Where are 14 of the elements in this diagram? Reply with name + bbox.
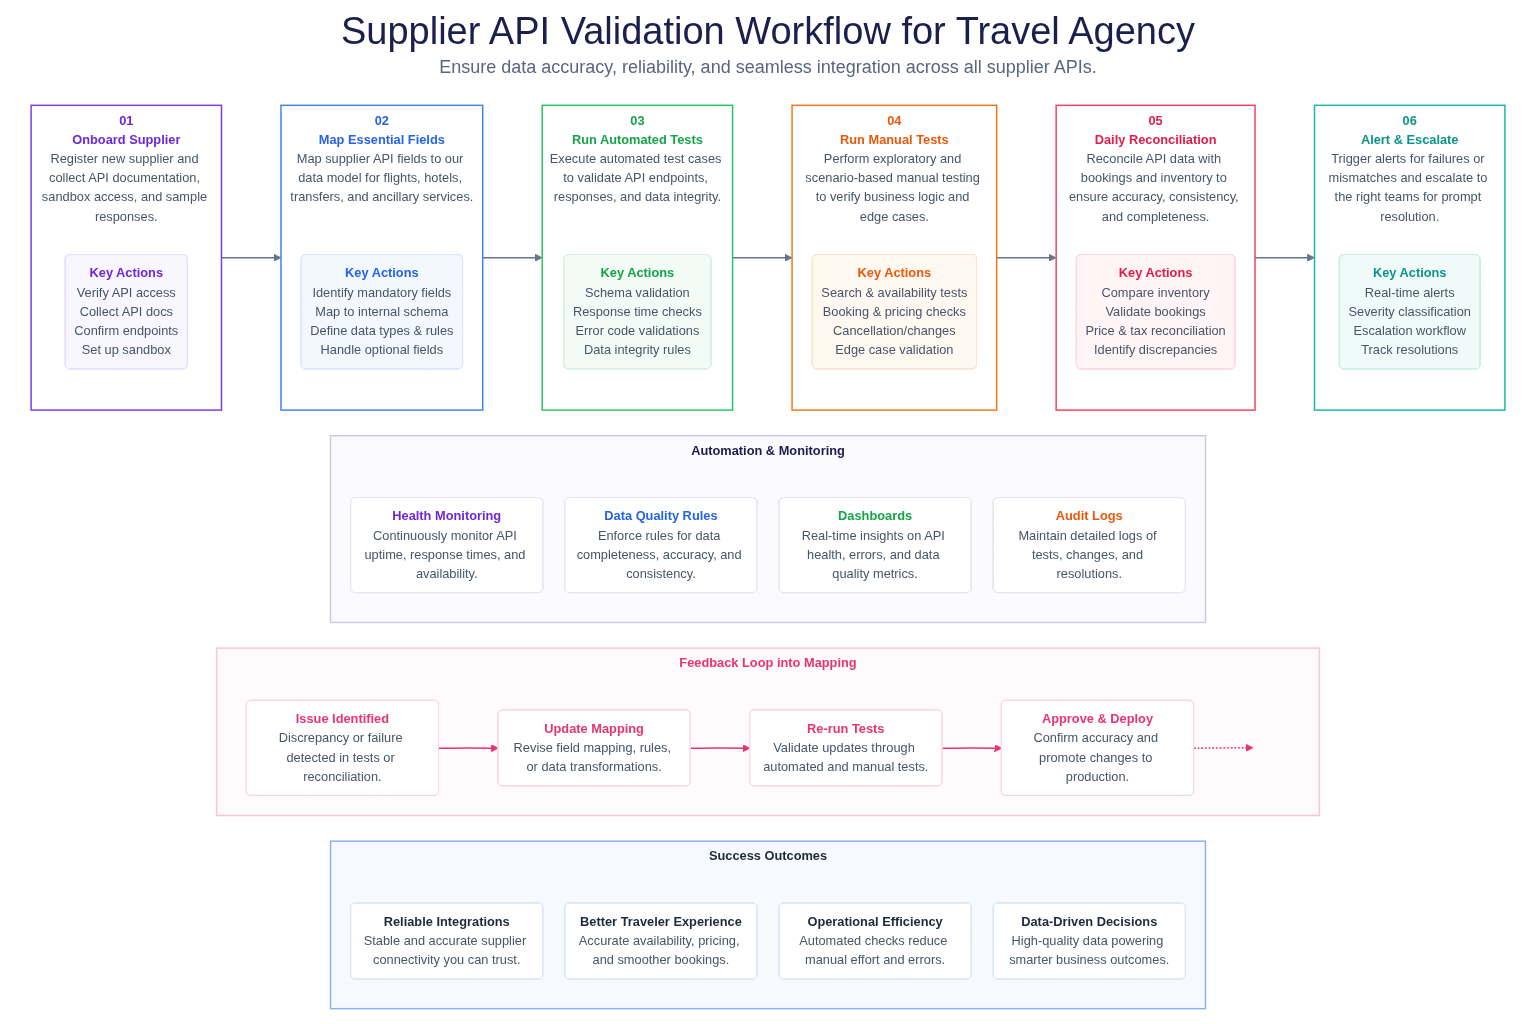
- node-text: Update Mapping Revise field mapping, rules, or data transformations.: [513, 720, 672, 774]
- arrow: [689, 744, 751, 753]
- title: Supplier API Validation Workflow for Travel Agency: [341, 10, 1195, 53]
- node-text: Dashboards Real-time insights on API health, errors, and data quality metrics.: [801, 508, 945, 581]
- subtitle-text: Ensure data accuracy, reliability, and seamless integration across all supplier APIs.: [439, 57, 1097, 78]
- node-text: Audit Logs Maintain detailed logs of tests, changes, and resolutions.: [1018, 508, 1157, 581]
- node-text: Issue Identified Discrepancy or failure detected in tests or reconciliation.: [278, 711, 403, 784]
- node-text: Health Monitoring Continuously monitor API uptime, response times, and availability.: [364, 508, 526, 581]
- node-text: Data Quality Rules Enforce rules for data completeness, accuracy, and consistency.: [576, 508, 742, 581]
- arrow: [438, 744, 499, 753]
- node-text: Approve & Deploy Confirm accuracy and promote changes to production.: [1033, 711, 1159, 784]
- arrow: [941, 744, 1003, 753]
- arrow: [1193, 743, 1254, 752]
- node-text: Re-run Tests Validate updates through automated and manual tests.: [763, 720, 929, 774]
